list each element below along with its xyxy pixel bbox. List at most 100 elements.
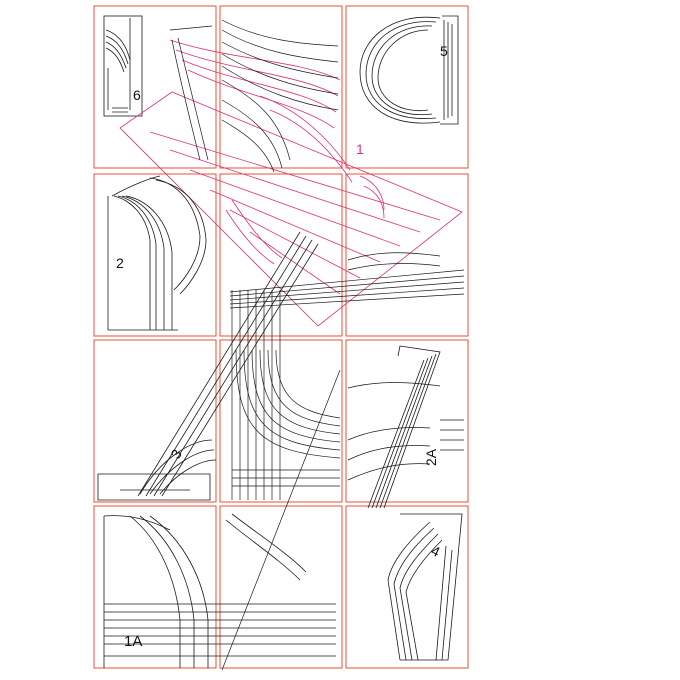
pattern-line (347, 445, 431, 461)
pattern-line (221, 99, 283, 169)
pattern-line (251, 349, 341, 443)
piece-1-curve (359, 175, 385, 211)
tile-r1-c3 (345, 5, 469, 169)
piece-1-line (229, 209, 361, 279)
pattern-line (229, 275, 465, 297)
piece-2a (367, 345, 464, 509)
piece-2-curve (125, 195, 173, 330)
piece-6-curve (105, 41, 127, 69)
piece-1a-curve (225, 519, 301, 581)
piece-1-outline (119, 91, 463, 327)
piece-1-curve (175, 49, 339, 97)
piece-1-line (149, 131, 441, 221)
piece-2 (107, 175, 207, 331)
piece-5-edge (443, 20, 453, 120)
tile-r2-c2 (219, 173, 343, 337)
piece-5-arc (371, 25, 433, 116)
pattern-line (221, 79, 291, 161)
piece-5-label: 5 (440, 43, 448, 59)
piece-2-curve (113, 195, 151, 330)
piece-2a-line (367, 359, 425, 509)
pattern-line (177, 37, 209, 161)
pattern-line (229, 269, 465, 293)
piece-2a-marks (440, 419, 464, 451)
piece-2a-line (375, 355, 433, 509)
piece-3-label: 3 (167, 446, 185, 462)
piece-1-curve (187, 69, 335, 129)
pattern-line (235, 349, 341, 459)
piece-6-curve (105, 47, 125, 73)
pattern-line (229, 287, 465, 305)
piece-3-base (97, 473, 211, 501)
piece-1-curve (269, 109, 353, 183)
pattern-line (259, 349, 341, 435)
piece-3-line (161, 243, 319, 497)
piece-3-line (153, 239, 313, 497)
pattern-line (267, 349, 341, 427)
tile-r4-c1 (93, 505, 217, 669)
pattern-line (221, 53, 339, 95)
piece-2a-line (371, 357, 429, 509)
piece-5-edge (440, 15, 459, 125)
piece-1a (103, 513, 336, 668)
tile-r1-c2 (219, 5, 343, 169)
piece-2-curve (121, 195, 165, 330)
tile-r3-c1 (93, 339, 217, 503)
piece-5-arc (359, 16, 441, 124)
piece-3 (97, 231, 319, 501)
piece-2a-line (379, 353, 437, 509)
piece-middle-curves (221, 349, 441, 671)
tile-r2-c3 (345, 173, 469, 337)
piece-1-line (189, 169, 401, 247)
piece-6-marks (112, 107, 128, 113)
piece-2-curve (117, 195, 157, 330)
piece-center-lines (229, 252, 465, 500)
piece-2-line (111, 175, 161, 197)
tile-r4-c2 (219, 505, 343, 669)
piece-2a-outline (383, 345, 441, 509)
piece-1 (119, 39, 463, 327)
pattern-line (275, 349, 341, 419)
pattern-line (221, 119, 275, 173)
piece-1-curve (225, 209, 275, 265)
piece-1-curve (259, 95, 351, 171)
piece-1-line (249, 231, 341, 295)
pattern-line (221, 29, 339, 63)
piece-1-line (169, 149, 421, 233)
pattern-line (347, 382, 441, 389)
pattern-line (243, 349, 341, 451)
pattern-line (347, 252, 441, 261)
piece-4-line (435, 545, 447, 661)
piece-1-curve (363, 185, 385, 219)
piece-3-curve (159, 459, 217, 495)
piece-5-arc (365, 21, 437, 119)
pattern-line (221, 19, 339, 47)
piece-6 (103, 15, 143, 117)
piece-6-label: 6 (133, 87, 141, 103)
piece-4-line (441, 549, 453, 661)
piece-1a-curve (149, 515, 209, 668)
piece-3-line (145, 235, 307, 497)
pattern-line (347, 427, 431, 441)
piece-5 (359, 15, 459, 125)
tile-r2-c1 (93, 173, 217, 337)
piece-1a-curve (129, 515, 181, 668)
tile-r1-c1 (93, 5, 217, 169)
pattern-line (221, 41, 339, 79)
piece-3-curve (139, 439, 213, 495)
piece-4 (387, 513, 463, 661)
tile-grid (93, 5, 469, 669)
piece-2a-line (397, 345, 401, 357)
piece-2-curve (155, 179, 207, 295)
pattern-line (229, 293, 465, 309)
pattern-line (171, 39, 201, 161)
piece-top-middle-curves (169, 19, 339, 173)
tile-r4-c3 (345, 505, 469, 669)
tile-r3-c2 (219, 339, 343, 503)
piece-5-arc (377, 29, 429, 112)
piece-4-outline (400, 513, 463, 661)
pattern-line (221, 65, 339, 111)
pattern-line (229, 281, 465, 301)
